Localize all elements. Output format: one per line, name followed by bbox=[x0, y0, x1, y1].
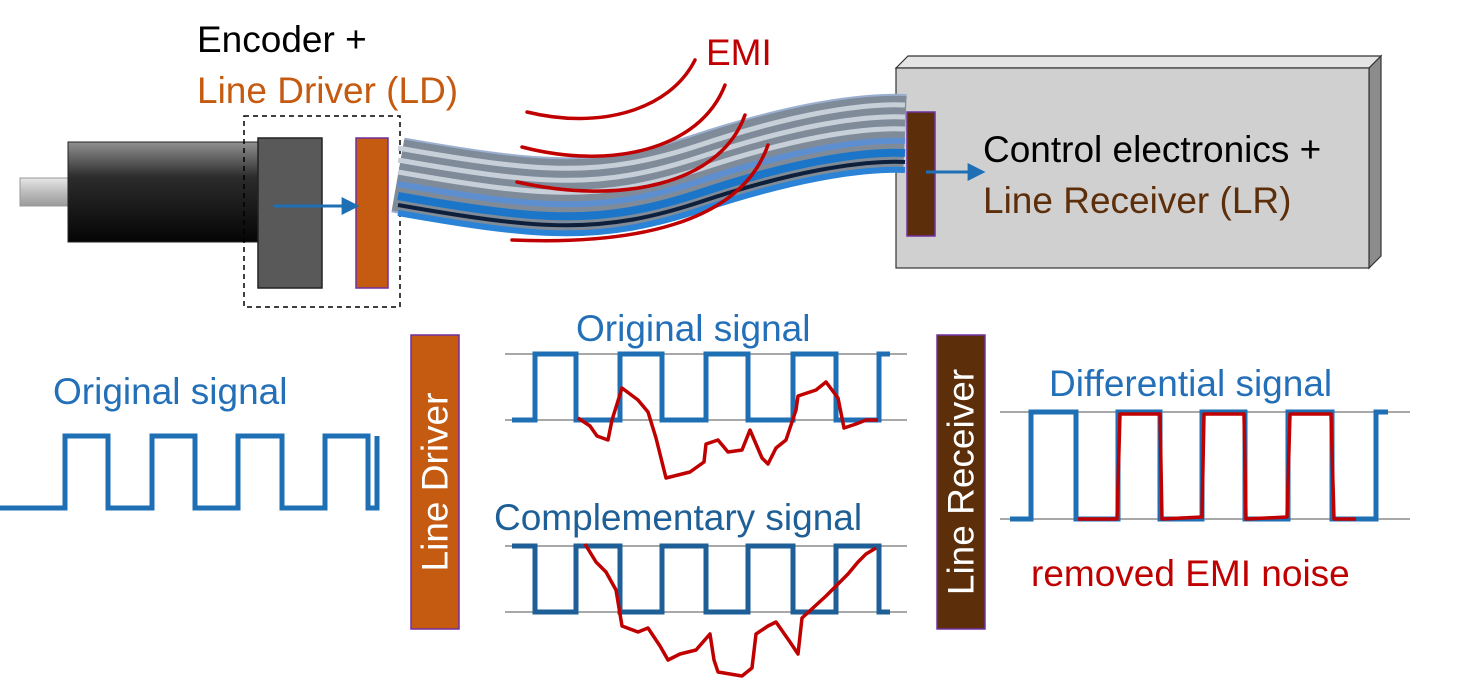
differential-signal-label: Differential signal bbox=[1049, 363, 1333, 404]
control-electronics-label: Control electronics + bbox=[983, 129, 1322, 170]
removed-emi-noise-label: removed EMI noise bbox=[1031, 553, 1350, 594]
original-signal-waveform-left bbox=[0, 433, 380, 511]
line-driver-ld-label: Line Driver (LD) bbox=[197, 70, 459, 111]
line-driver-chip-icon bbox=[355, 137, 389, 289]
complementary-signal-noisy-graph bbox=[505, 543, 907, 678]
line-receiver-chip-icon bbox=[906, 111, 936, 237]
motor-icon bbox=[67, 141, 269, 243]
cable-bundle-icon bbox=[391, 93, 907, 237]
line-receiver-box bbox=[936, 334, 986, 630]
original-signal-noisy-graph bbox=[505, 351, 907, 480]
line-driver-box bbox=[410, 334, 460, 630]
encoder-block-icon bbox=[257, 137, 323, 289]
complementary-signal-label: Complementary signal bbox=[494, 497, 863, 538]
original-signal-left-label: Original signal bbox=[53, 371, 288, 412]
emi-label: EMI bbox=[706, 32, 772, 73]
original-signal-mid-label: Original signal bbox=[576, 308, 811, 349]
line-receiver-box-label: Line Receiver bbox=[940, 368, 982, 596]
motor-shaft bbox=[19, 177, 76, 207]
encoder-label: Encoder + bbox=[197, 19, 367, 60]
encoder-dashed-boundary bbox=[243, 115, 401, 308]
emi-wave-icon bbox=[510, 58, 770, 243]
line-receiver-lr-label: Line Receiver (LR) bbox=[983, 180, 1292, 221]
differential-signal-graph bbox=[1000, 409, 1410, 522]
line-driver-box-label: Line Driver bbox=[414, 392, 456, 572]
